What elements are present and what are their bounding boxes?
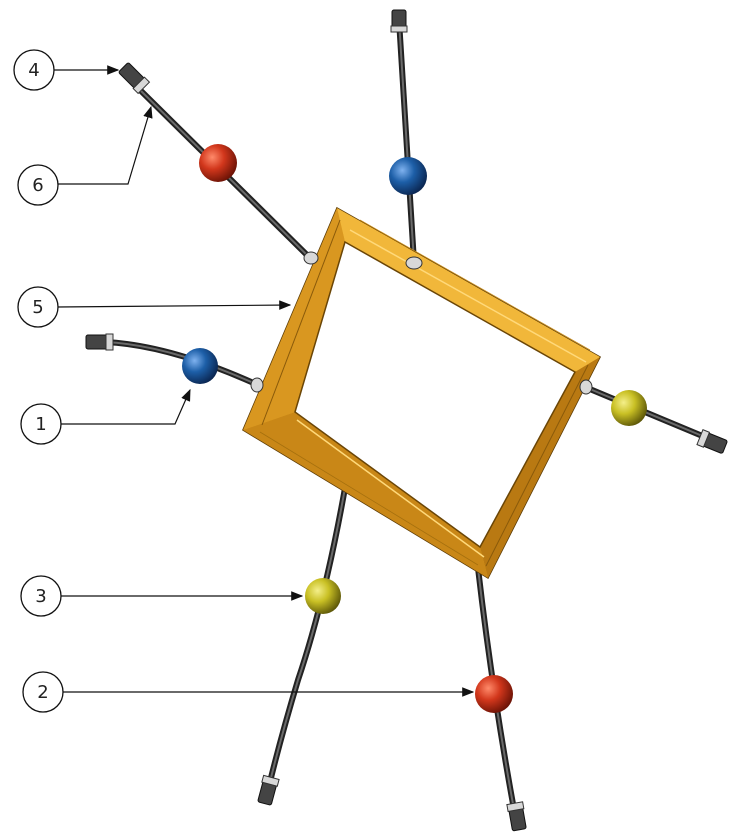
balloon-2: 2	[22, 671, 64, 713]
balloon-2-label: 2	[37, 682, 48, 703]
balloon-4-label: 4	[28, 60, 39, 81]
balloon-6-label: 6	[32, 175, 43, 196]
balloon-5: 5	[17, 286, 59, 328]
ball-blue-top	[389, 157, 427, 195]
leader-lines	[54, 65, 475, 697]
ball-red-bottom-right	[475, 675, 513, 713]
balloon-1: 1	[20, 403, 62, 445]
ball-yellow-right	[611, 390, 647, 426]
balloon-3: 3	[20, 575, 62, 617]
fitting-left	[85, 334, 109, 350]
ball-red-upper-left	[199, 144, 237, 182]
ball-yellow-bottom-left	[305, 578, 341, 614]
wooden-frame	[242, 206, 601, 580]
balloon-1-label: 1	[35, 414, 46, 435]
leader-5	[56, 300, 292, 310]
balloon-6: 6	[17, 164, 59, 206]
balloon-5-label: 5	[32, 297, 43, 318]
mount-collars	[250, 251, 593, 395]
balloon-4: 4	[13, 49, 55, 91]
fittings	[85, 9, 728, 832]
leader-6	[57, 105, 153, 185]
balloon-3-label: 3	[35, 586, 46, 607]
rod-left	[102, 339, 261, 388]
leader-1	[60, 388, 191, 425]
ball-blue-left	[182, 348, 218, 384]
balls	[182, 144, 647, 713]
